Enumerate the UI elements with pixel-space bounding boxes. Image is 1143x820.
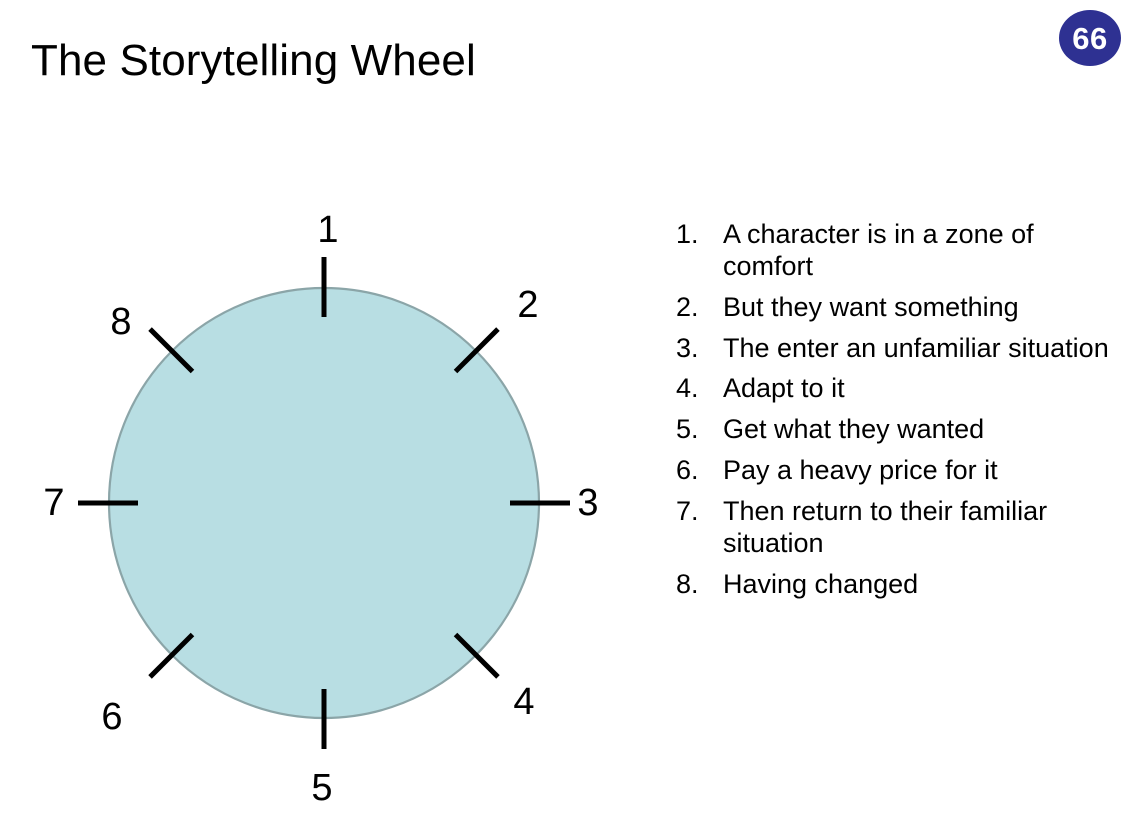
list-item: 4. Adapt to it [676,373,1116,405]
list-item-number: 1. [676,219,699,249]
wheel-label-1: 1 [317,209,339,251]
list-item-text: Get what they wanted [723,414,985,445]
wheel-tick-group [78,257,570,749]
wheel-svg [78,257,570,749]
wheel-label-8: 8 [110,301,132,343]
list-item-number: 4. [676,373,699,404]
list-item-number: 2. [676,291,699,322]
wheel-label-2: 2 [517,284,539,326]
list-item: 3. The enter an unfamiliar situation [676,333,1116,365]
page-number-value: 66 [1072,20,1108,56]
wheel-tick-4 [453,632,500,679]
list-item: 2. But they want something [676,292,1116,324]
list-item-number: 8. [676,568,699,599]
list-item-text: Adapt to it [723,373,845,404]
wheel-label-3: 3 [577,482,599,524]
wheel-tick-8 [148,327,195,374]
list-item-text: Pay a heavy price for it [723,455,998,486]
wheel-label-4: 4 [513,681,535,723]
list-item-text: Having changed [723,568,919,599]
page-title: The Storytelling Wheel [31,36,476,85]
wheel-tick-6 [148,632,195,679]
page-number-badge: 66 [1059,10,1121,66]
storytelling-steps-list: 1. A character is in a zone of comfort 2. B… [676,219,1116,610]
list-item-number: 6. [676,455,699,486]
list-item: 1. A character is in a zone of comfort [676,219,1116,283]
wheel-tick-2 [453,327,500,374]
list-item: 7. Then return to their familiar situatio… [676,496,1116,560]
list-item: 8. Having changed [676,569,1116,601]
list-item: 5. Get what they wanted [676,414,1116,446]
list-item-text: Then return to their familiar situation [723,496,1048,558]
storytelling-wheel-diagram: 1 2 3 4 5 6 7 8 [0,160,660,820]
list-item-number: 5. [676,414,699,445]
list-item-text: A character is in a zone of comfort [723,219,1034,281]
list-item: 6. Pay a heavy price for it [676,455,1116,487]
list-item-number: 3. [676,332,699,363]
wheel-label-5: 5 [311,767,333,809]
list-item-text: But they want something [723,291,1019,322]
list-item-number: 7. [676,496,699,527]
wheel-label-6: 6 [101,696,123,738]
list-item-text: The enter an unfamiliar situation [723,332,1109,363]
wheel-label-7: 7 [43,482,65,524]
